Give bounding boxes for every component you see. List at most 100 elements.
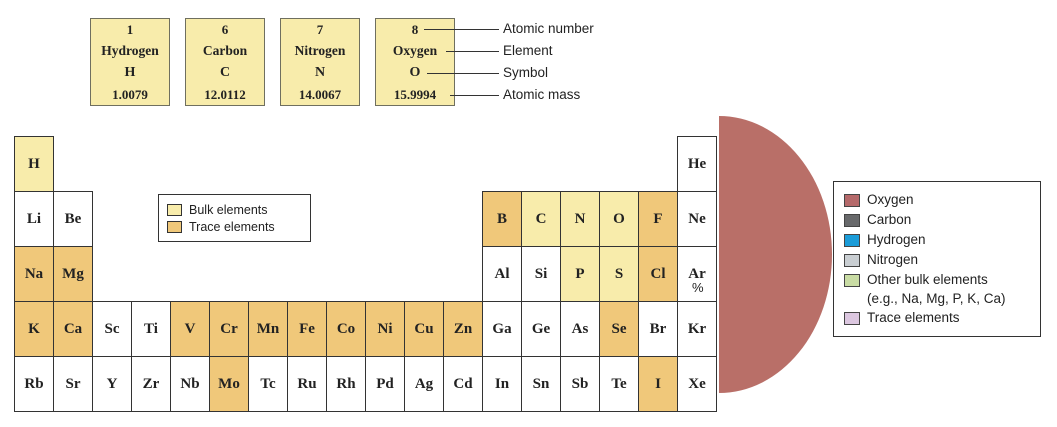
element-symbol: O <box>409 64 421 80</box>
element-cell-C: C <box>521 191 561 247</box>
element-cell-Mn: Mn <box>248 301 288 357</box>
atomic-mass: 15.9994 <box>393 86 437 102</box>
element-cell-O: O <box>599 191 639 247</box>
annotation-element: Element <box>503 43 553 58</box>
legend-item-hydrogen: Hydrogen <box>844 230 1030 250</box>
legend-label: Trace elements <box>867 310 960 325</box>
hydrogen-swatch <box>844 233 860 247</box>
trace-elements-swatch <box>167 220 182 233</box>
element-cell-Ne: Ne <box>677 191 717 247</box>
legend-label: Carbon <box>867 212 912 227</box>
trace-swatch <box>844 311 860 325</box>
element-cell-Rb: Rb <box>14 356 54 412</box>
element-symbol: N <box>314 64 326 80</box>
element-cell-V: V <box>170 301 210 357</box>
element-name: Nitrogen <box>294 43 346 59</box>
element-cell-Sr: Sr <box>53 356 93 412</box>
element-cell-Na: Na <box>14 246 54 302</box>
element-cell-Si: Si <box>521 246 561 302</box>
element-cell-P: P <box>560 246 600 302</box>
element-cell-Sn: Sn <box>521 356 561 412</box>
element-cell-Co: Co <box>326 301 366 357</box>
element-cell-Cl: Cl <box>638 246 678 302</box>
element-cell-F: F <box>638 191 678 247</box>
pie-percent-label: % <box>692 280 704 295</box>
element-cell-Xe: Xe <box>677 356 717 412</box>
table-legend: Bulk elements Trace elements <box>158 194 311 242</box>
annotation-atomic-mass: Atomic mass <box>503 87 581 102</box>
legend-item-trace: Trace elements <box>167 218 302 235</box>
element-cell-Ti: Ti <box>131 301 171 357</box>
element-card-oxygen: 8 Oxygen O 15.9994 <box>375 18 455 106</box>
element-cell-He: He <box>677 136 717 192</box>
element-cell-Ar: Ar <box>677 246 717 302</box>
element-card-carbon: 6 Carbon C 12.0112 <box>185 18 265 106</box>
legend-item-nitrogen: Nitrogen <box>844 250 1030 270</box>
element-cell-Te: Te <box>599 356 639 412</box>
legend-item-other-bulk: Other bulk elements <box>844 270 1030 290</box>
element-card-hydrogen: 1 Hydrogen H 1.0079 <box>90 18 170 106</box>
element-cell-B: B <box>482 191 522 247</box>
nitrogen-swatch <box>844 253 860 267</box>
element-cell-N: N <box>560 191 600 247</box>
element-cell-Y: Y <box>92 356 132 412</box>
element-cell-Ca: Ca <box>53 301 93 357</box>
element-cell-Pd: Pd <box>365 356 405 412</box>
legend-item-trace: Trace elements <box>844 308 1030 328</box>
annotation-symbol: Symbol <box>503 65 549 80</box>
element-cell-Ag: Ag <box>404 356 444 412</box>
element-cell-Al: Al <box>482 246 522 302</box>
element-symbol: C <box>219 64 231 80</box>
oxygen-swatch <box>844 193 860 207</box>
legend-label: Bulk elements <box>189 202 268 217</box>
legend-label: Trace elements <box>189 219 275 234</box>
element-cell-Ru: Ru <box>287 356 327 412</box>
element-cell-K: K <box>14 301 54 357</box>
legend-label: Hydrogen <box>867 232 926 247</box>
element-cell-Sb: Sb <box>560 356 600 412</box>
atomic-mass: 14.0067 <box>298 86 342 102</box>
element-cell-Rh: Rh <box>326 356 366 412</box>
element-cell-Cu: Cu <box>404 301 444 357</box>
legend-item-bulk: Bulk elements <box>167 201 302 218</box>
element-cell-As: As <box>560 301 600 357</box>
carbon-swatch <box>844 213 860 227</box>
legend-item-carbon: Carbon <box>844 210 1030 230</box>
atomic-mass: 12.0112 <box>204 86 246 102</box>
element-card-nitrogen: 7 Nitrogen N 14.0067 <box>280 18 360 106</box>
atomic-number: 6 <box>221 22 229 38</box>
element-name: Hydrogen <box>101 43 159 59</box>
element-name: Oxygen <box>392 43 438 59</box>
annotation-line <box>424 29 499 30</box>
element-cell-Nb: Nb <box>170 356 210 412</box>
element-cell-Cd: Cd <box>443 356 483 412</box>
annotation-line <box>427 73 499 74</box>
annotation-line <box>446 51 499 52</box>
atomic-number: 7 <box>316 22 324 38</box>
element-cell-Zr: Zr <box>131 356 171 412</box>
element-cell-Cr: Cr <box>209 301 249 357</box>
element-cell-Fe: Fe <box>287 301 327 357</box>
element-cell-H: H <box>14 136 54 192</box>
element-cell-Tc: Tc <box>248 356 288 412</box>
annotation-line <box>450 95 499 96</box>
element-cell-Se: Se <box>599 301 639 357</box>
element-cell-Mg: Mg <box>53 246 93 302</box>
element-symbol: H <box>124 64 136 80</box>
element-cell-In: In <box>482 356 522 412</box>
element-cell-S: S <box>599 246 639 302</box>
bulk-elements-swatch <box>167 203 182 216</box>
legend-label: Other bulk elements <box>867 272 988 287</box>
other-bulk-swatch <box>844 273 860 287</box>
element-cell-Ga: Ga <box>482 301 522 357</box>
element-cell-Sc: Sc <box>92 301 132 357</box>
atomic-mass: 1.0079 <box>112 86 148 102</box>
element-cell-Li: Li <box>14 191 54 247</box>
legend-sublabel-other-bulk: (e.g., Na, Mg, P, K, Ca) <box>867 291 1006 306</box>
annotation-atomic-number: Atomic number <box>503 21 594 36</box>
element-cell-I: I <box>638 356 678 412</box>
element-cell-Br: Br <box>638 301 678 357</box>
atomic-number: 8 <box>411 22 419 38</box>
